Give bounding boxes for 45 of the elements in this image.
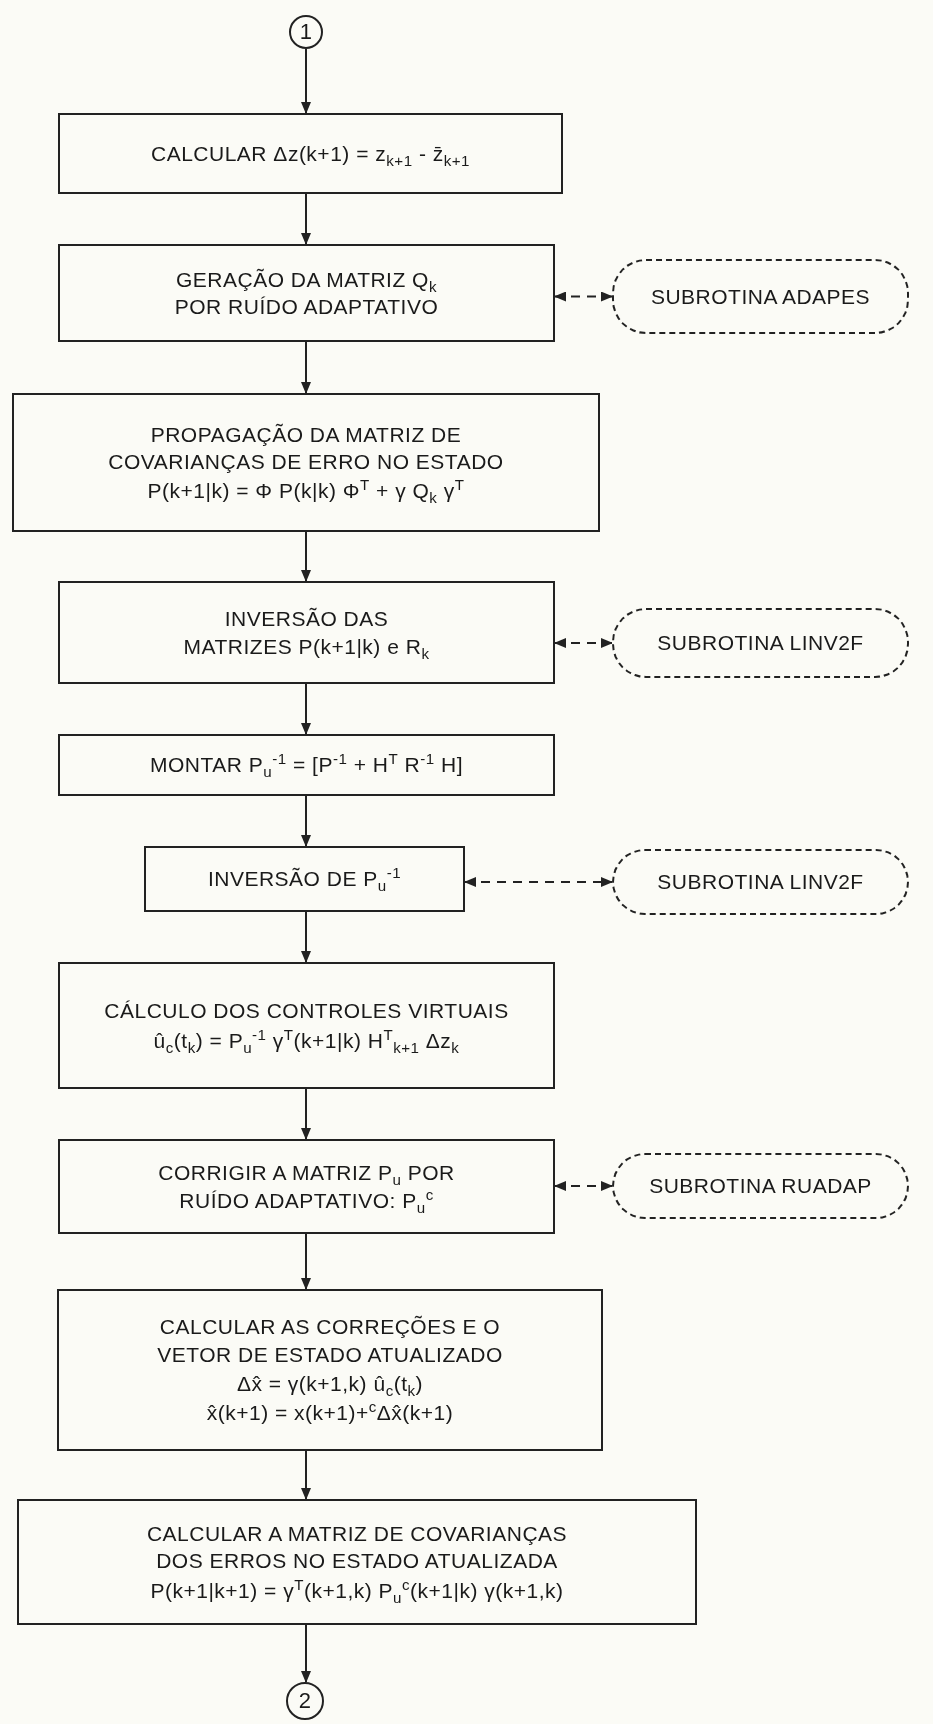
process-box (58, 1139, 555, 1234)
step-text: SUBROTINA RUADAP (649, 1173, 872, 1200)
step-text: 2 (298, 1686, 312, 1715)
step-text: CÁLCULO DOS CONTROLES VIRTUAIS (104, 998, 509, 1025)
formula-text: û$_{c}$(t$_{k}$) = P$_{u}$$^{-1}$ γ$^{T}$(k+1|k) H$^{T}$$_{k+1}$ Δz$_{k}$ (153, 1026, 460, 1054)
process-box (58, 962, 555, 1089)
arrow (301, 341, 311, 394)
arrow (301, 531, 311, 582)
step-text: MONTAR P$_{u}$$^{-1}$ = [P$^{-1}$ + H$^{T}$ R$^{-1}$ H] (150, 751, 463, 779)
formula-text: P(k+1|k+1) = γ$^{T}$(k+1,k) P$_{u}$$^{c}$(k+1|k) γ(k+1,k) (150, 1576, 564, 1604)
step-text: SUBROTINA LINV2F (657, 630, 864, 657)
step-text: 1 (299, 17, 313, 46)
step-text: GERAÇÃO DA MATRIZ Q$_{k}$ POR RUÍDO ADAPTATIVO (173, 266, 440, 320)
connector-circle (289, 15, 323, 49)
step-text: SUBROTINA ADAPES (650, 283, 871, 310)
process-box (58, 244, 555, 342)
arrow (301, 795, 311, 847)
arrow (301, 1233, 311, 1290)
dashed-arrow (464, 877, 613, 887)
dashed-arrow (554, 1181, 613, 1191)
process-box (17, 1499, 697, 1625)
step-text: CALCULAR AS CORREÇÕES E O VETOR DE ESTADO ATUALIZADO (156, 1314, 504, 1368)
formula-text: Δx̂ = γ(k+1,k) û$_{c}$(t$_{k}$) (236, 1371, 424, 1398)
process-box (12, 393, 600, 532)
dashed-arrow (554, 638, 613, 648)
arrow (301, 193, 311, 245)
connector-circle (286, 1682, 324, 1720)
step-text: CALCULAR Δz(k+1) = z$_{k+1}$ - z̄$_{k+1}$ (151, 140, 470, 168)
arrow (301, 48, 311, 114)
arrow (301, 1624, 311, 1683)
arrow (301, 1450, 311, 1500)
step-text: INVERSÃO DAS MATRIZES P(k+1|k) e R$_{k}$ (182, 606, 431, 660)
dashed-arrow (554, 291, 613, 302)
process-box (58, 734, 555, 796)
step-text: CALCULAR A MATRIZ DE COVARIANÇAS DOS ERROS NO ESTADO ATUALIZADA (145, 1521, 569, 1575)
formula-text: P(k+1|k) = Φ P(k|k) Φ$^{T}$ + γ Q$_{k}$ γ$^{T}$ (147, 477, 465, 505)
arrow (301, 1088, 311, 1140)
process-box (144, 846, 465, 912)
formula-text: x̂(k+1) = x(k+1)+$^{c}$Δx̂(k+1) (206, 1399, 454, 1427)
process-box (57, 1289, 603, 1451)
process-box (58, 581, 555, 684)
process-box (58, 113, 563, 194)
arrow (301, 683, 311, 735)
step-text: SUBROTINA LINV2F (657, 869, 864, 896)
arrow (301, 911, 311, 963)
